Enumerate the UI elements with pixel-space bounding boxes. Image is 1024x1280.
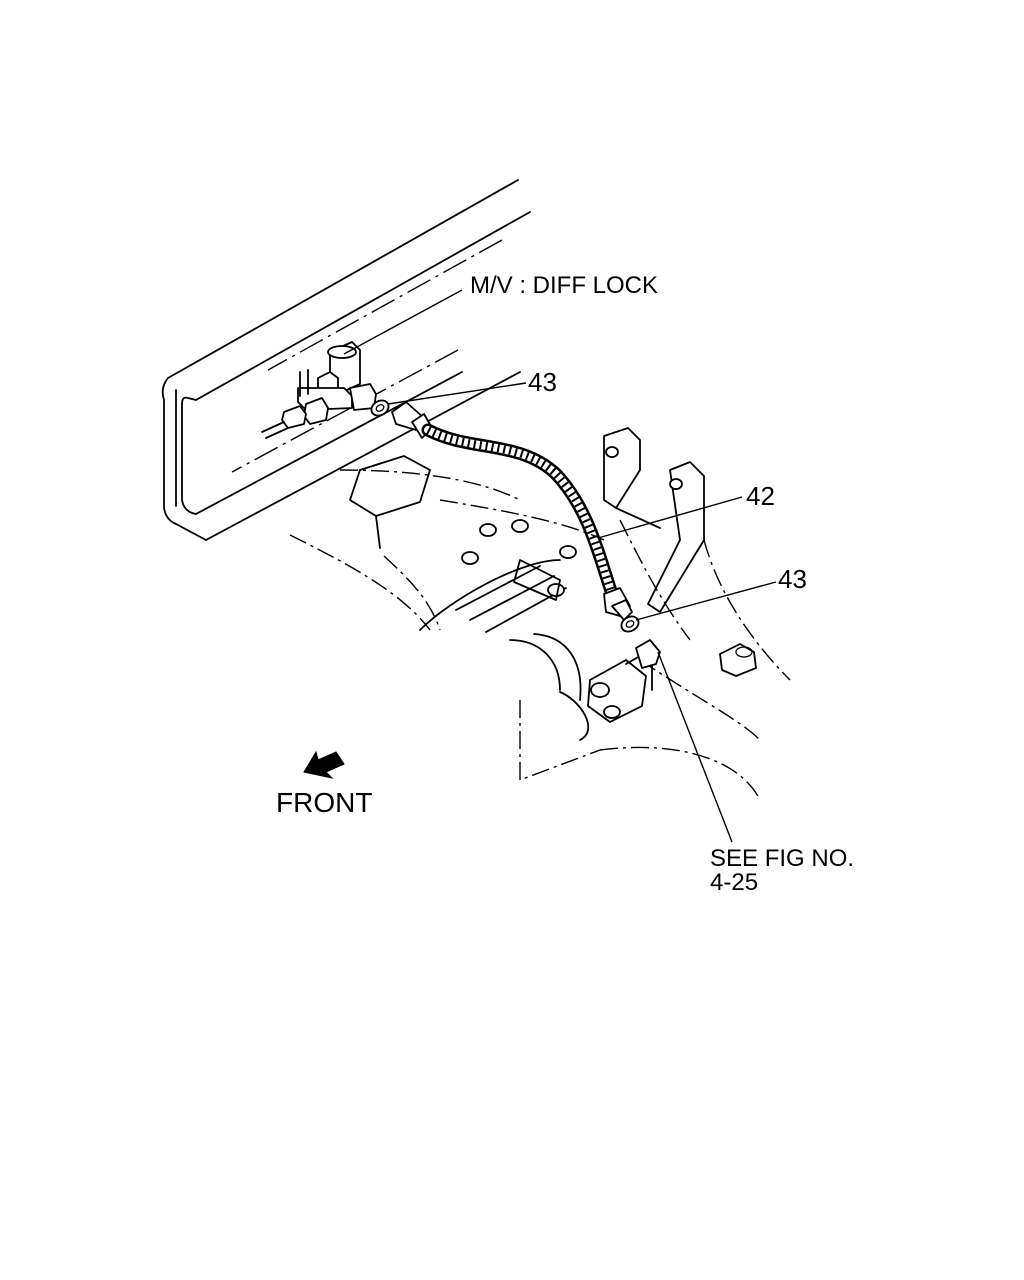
- plug-cap: [719, 643, 757, 677]
- see-fig-line2: 4-25: [710, 869, 758, 896]
- valve-label: M/V : DIFF LOCK: [470, 272, 658, 299]
- callout-43-top: 43: [528, 367, 557, 397]
- magnetic-valve: [261, 341, 377, 439]
- callout-43-bottom: 43: [778, 564, 807, 594]
- arrow-down-left-icon: [303, 750, 345, 779]
- seal-washer-top: [370, 399, 390, 417]
- diff-lock-cylinder: [559, 639, 661, 741]
- see-fig-line1: SEE FIG NO.: [710, 845, 854, 872]
- axle-housing: [289, 455, 761, 801]
- callout-42: 42: [746, 481, 775, 511]
- flexible-hose: [391, 401, 633, 621]
- leader-lines: [343, 289, 777, 843]
- spring-bracket: [603, 427, 791, 681]
- frame-rail: [161, 179, 531, 541]
- front-label: FRONT: [276, 787, 372, 818]
